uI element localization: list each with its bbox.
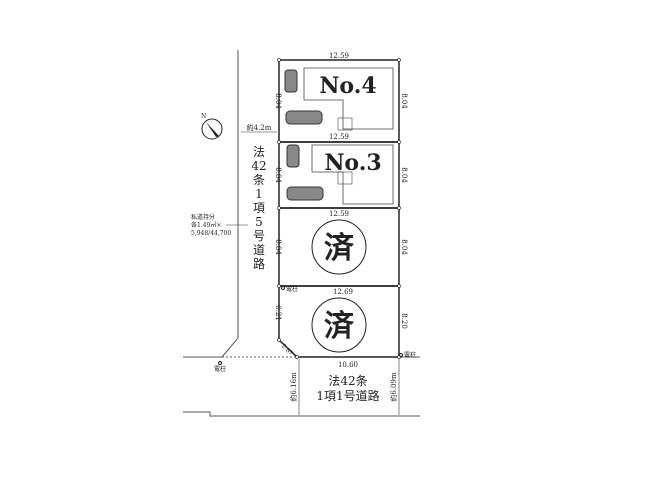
lot-no4[interactable]: No.4 12.59 8.04 8.04 (274, 52, 408, 131)
svg-text:項: 項 (253, 201, 265, 215)
house-outline (303, 67, 394, 130)
side-road-width: 約4.2m (247, 123, 272, 132)
car-icon (286, 144, 300, 168)
lot-no3[interactable]: No.3 12.59 8.04 8.04 (274, 133, 408, 205)
front-road-width-left: 約6.16m (289, 372, 298, 402)
dim-top: 12.59 (329, 133, 349, 141)
car-icon (284, 69, 298, 93)
dim-left: 6.21 (274, 305, 282, 321)
private-road-share: 私道持分 各1.49㎡× 5,948/44,700 (191, 213, 231, 237)
sold-label: 済 (324, 231, 355, 266)
lot-sold-1[interactable]: 済 12.59 8.04 8.04 (274, 210, 408, 275)
utility-pole-label: 電柱 (214, 365, 226, 373)
dim-top: 12.59 (329, 210, 349, 218)
north-arrow-icon: N (201, 113, 223, 140)
sold-stamp (311, 297, 367, 353)
dim-right: 8.04 (400, 239, 408, 255)
dim-left: 8.04 (274, 239, 282, 255)
front-road-name: 法42条 (328, 374, 367, 388)
svg-text:路: 路 (253, 256, 265, 271)
front-road-width-right: 約6.09m (389, 372, 398, 402)
lot-label: No.3 (324, 150, 381, 176)
utility-pole-label: 電柱 (286, 285, 298, 293)
lot-boundaries (278, 59, 400, 358)
utility-pole-markers (218, 286, 403, 365)
svg-text:条: 条 (253, 173, 265, 187)
svg-text:道: 道 (253, 243, 265, 257)
front-road-name: 1項1号道路 (316, 388, 379, 403)
dim-corner: 2.87 (280, 343, 295, 358)
svg-text:1: 1 (255, 187, 263, 201)
house-outline (311, 144, 394, 205)
dim-top: 12.59 (329, 52, 349, 60)
svg-text:各1.49㎡×: 各1.49㎡× (191, 221, 221, 229)
dim-bottom: 10.60 (338, 361, 358, 369)
sold-stamp (311, 219, 367, 275)
lot-label: No.4 (319, 73, 376, 99)
svg-text:N: N (201, 113, 206, 120)
sold-label: 済 (324, 309, 355, 344)
entrance-grid (337, 117, 353, 131)
svg-text:私道持分: 私道持分 (191, 213, 215, 221)
dim-top: 12.69 (333, 288, 353, 296)
dim-right: 8.20 (400, 313, 408, 329)
front-road-edge-bottom (183, 411, 420, 417)
dim-left: 8.04 (274, 93, 282, 109)
svg-text:5,948/44,700: 5,948/44,700 (191, 230, 231, 237)
side-road-edge (221, 50, 239, 358)
dim-right: 8.04 (400, 167, 408, 183)
svg-text:号: 号 (253, 229, 265, 243)
svg-text:42: 42 (251, 159, 266, 173)
entrance-grid (337, 171, 353, 185)
utility-pole-label: 電柱 (404, 351, 416, 359)
svg-text:5: 5 (255, 215, 263, 229)
dim-right: 8.04 (400, 93, 408, 109)
svg-text:法: 法 (253, 145, 265, 159)
boundary-markers (277, 58, 401, 359)
side-road-name: 法 42 条 1 項 5 号 道 路 (251, 145, 266, 271)
car-icon (285, 110, 323, 125)
car-icon (286, 186, 324, 201)
dim-left: 8.04 (274, 167, 282, 183)
